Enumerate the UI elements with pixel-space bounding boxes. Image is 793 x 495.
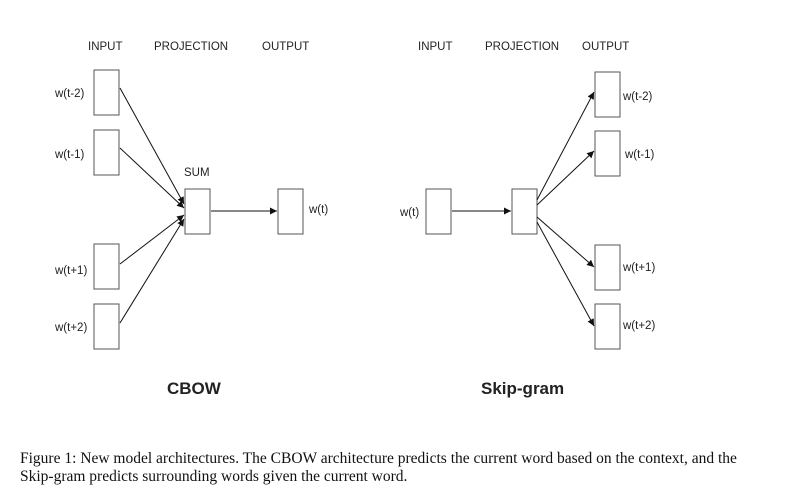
skipgram-output-label-1: w(t-2) (622, 91, 653, 103)
cbow-output-box (277, 188, 304, 235)
skipgram-output-box-2 (594, 130, 621, 177)
cbow-projection-header: PROJECTION (154, 41, 228, 53)
skipgram-output-label-3: w(t+1) (622, 262, 655, 274)
skipgram-diagram: INPUT PROJECTION OUTPUT w(t) w(t-2) w(t-… (399, 41, 655, 398)
cbow-input-label-1: w(t-2) (54, 88, 85, 100)
skipgram-output-box-3 (594, 244, 621, 291)
cbow-input-box-2 (93, 129, 120, 176)
cbow-input-label-2: w(t-1) (54, 149, 85, 161)
skipgram-input-box (425, 188, 452, 235)
skipgram-output-header: OUTPUT (582, 41, 629, 53)
cbow-edge-3 (119, 214, 185, 265)
cbow-input-label-4: w(t+2) (54, 322, 87, 334)
cbow-diagram: INPUT PROJECTION OUTPUT w(t-2) w(t-1) w(… (54, 41, 328, 398)
skipgram-projection-header: PROJECTION (485, 41, 559, 53)
skipgram-edge-4 (536, 221, 595, 327)
cbow-edge-4 (119, 218, 185, 324)
cbow-sum-label: SUM (184, 167, 210, 179)
cbow-title: CBOW (167, 379, 222, 398)
cbow-input-box-3 (93, 243, 120, 290)
cbow-input-box-4 (93, 303, 120, 350)
cbow-edge-1 (119, 87, 185, 205)
skipgram-output-box-4 (594, 303, 621, 350)
cbow-output-header: OUTPUT (262, 41, 309, 53)
skipgram-edge-1 (536, 91, 595, 201)
skipgram-edge-2 (536, 150, 595, 206)
cbow-projection-box (184, 188, 211, 235)
skipgram-input-header: INPUT (418, 41, 453, 53)
skipgram-output-label-2: w(t-1) (624, 149, 655, 161)
skipgram-output-label-4: w(t+2) (622, 320, 655, 332)
skipgram-edge-3 (536, 216, 595, 268)
cbow-input-box-1 (93, 69, 120, 116)
skipgram-output-box-1 (594, 71, 621, 118)
cbow-input-header: INPUT (88, 41, 123, 53)
skipgram-input-label: w(t) (399, 207, 419, 219)
figure-caption: Figure 1: New model architectures. The C… (20, 450, 737, 485)
skipgram-projection-box (511, 188, 538, 235)
cbow-input-label-3: w(t+1) (54, 265, 87, 277)
skipgram-title: Skip-gram (481, 379, 564, 398)
cbow-output-label: w(t) (308, 204, 328, 216)
cbow-edge-2 (119, 147, 185, 209)
